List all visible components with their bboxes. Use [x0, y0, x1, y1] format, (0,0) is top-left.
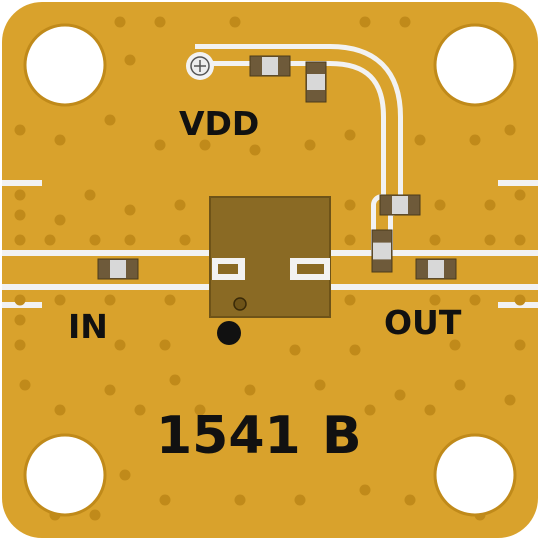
via: [169, 374, 181, 386]
revision-label: B: [322, 406, 362, 466]
vdd-bias-trace: [195, 44, 403, 285]
vdd-bypass-vertical-capacitor: [379, 194, 421, 216]
via: [344, 234, 356, 246]
output-label: OUT: [384, 303, 462, 342]
via: [424, 404, 436, 416]
via: [14, 339, 26, 351]
via: [349, 344, 361, 356]
via: [104, 294, 116, 306]
via: [304, 139, 316, 151]
via: [14, 314, 26, 326]
vdd-label: VDD: [179, 104, 259, 143]
via: [244, 384, 256, 396]
via: [504, 394, 516, 406]
via: [504, 124, 516, 136]
via: [164, 294, 176, 306]
via: [134, 404, 146, 416]
via: [84, 189, 96, 201]
via: [154, 16, 166, 28]
via: [414, 134, 426, 146]
via: [124, 204, 136, 216]
via: [399, 16, 411, 28]
via: [344, 129, 356, 141]
input-label: IN: [68, 307, 108, 346]
via: [14, 294, 26, 306]
via: [179, 234, 191, 246]
via: [124, 234, 136, 246]
via: [44, 234, 56, 246]
via: [89, 234, 101, 246]
via: [104, 114, 116, 126]
mounting-hole-top-left: [23, 23, 107, 107]
via: [469, 134, 481, 146]
via: [404, 494, 416, 506]
via: [429, 294, 441, 306]
via: [514, 294, 526, 306]
via: [104, 384, 116, 396]
via: [199, 139, 211, 151]
via: [174, 199, 186, 211]
via: [454, 379, 466, 391]
via: [114, 16, 126, 28]
input-dc-block-capacitor: [97, 258, 139, 280]
via: [514, 234, 526, 246]
via: [394, 389, 406, 401]
bias-choke-horizontal-inductor: [305, 61, 327, 103]
via: [314, 379, 326, 391]
via: [484, 199, 496, 211]
bias-choke-vertical-inductor: [371, 229, 393, 273]
via: [119, 469, 131, 481]
orientation-dot: [217, 321, 241, 345]
mounting-hole-top-right: [433, 23, 517, 107]
amplifier-chip: [209, 196, 331, 318]
via: [434, 199, 446, 211]
via: [54, 134, 66, 146]
via: [449, 339, 461, 351]
via: [429, 234, 441, 246]
via: [124, 54, 136, 66]
component-group: [97, 55, 457, 280]
via: [154, 139, 166, 151]
via: [359, 484, 371, 496]
via: [229, 16, 241, 28]
via: [159, 494, 171, 506]
mounting-hole-bottom-right: [433, 433, 517, 517]
via: [484, 234, 496, 246]
via: [234, 494, 246, 506]
mounting-hole-bottom-left: [23, 433, 107, 517]
vdd-bypass-top-capacitor: [249, 55, 291, 77]
via: [159, 339, 171, 351]
via: [289, 344, 301, 356]
via: [469, 294, 481, 306]
via: [294, 494, 306, 506]
vdd-pad: [186, 52, 214, 80]
via: [14, 124, 26, 136]
output-dc-block-capacitor: [415, 258, 457, 280]
via: [54, 404, 66, 416]
via: [344, 294, 356, 306]
via: [89, 509, 101, 521]
via: [14, 209, 26, 221]
via: [19, 379, 31, 391]
via: [194, 404, 206, 416]
via: [364, 404, 376, 416]
pin1-marker: [233, 297, 247, 311]
via: [14, 189, 26, 201]
via: [344, 199, 356, 211]
via: [114, 339, 126, 351]
via: [514, 189, 526, 201]
part-number-label: 1541: [156, 406, 301, 466]
via: [54, 294, 66, 306]
via: [14, 234, 26, 246]
via: [359, 16, 371, 28]
via: [514, 339, 526, 351]
via: [249, 144, 261, 156]
via: [54, 214, 66, 226]
